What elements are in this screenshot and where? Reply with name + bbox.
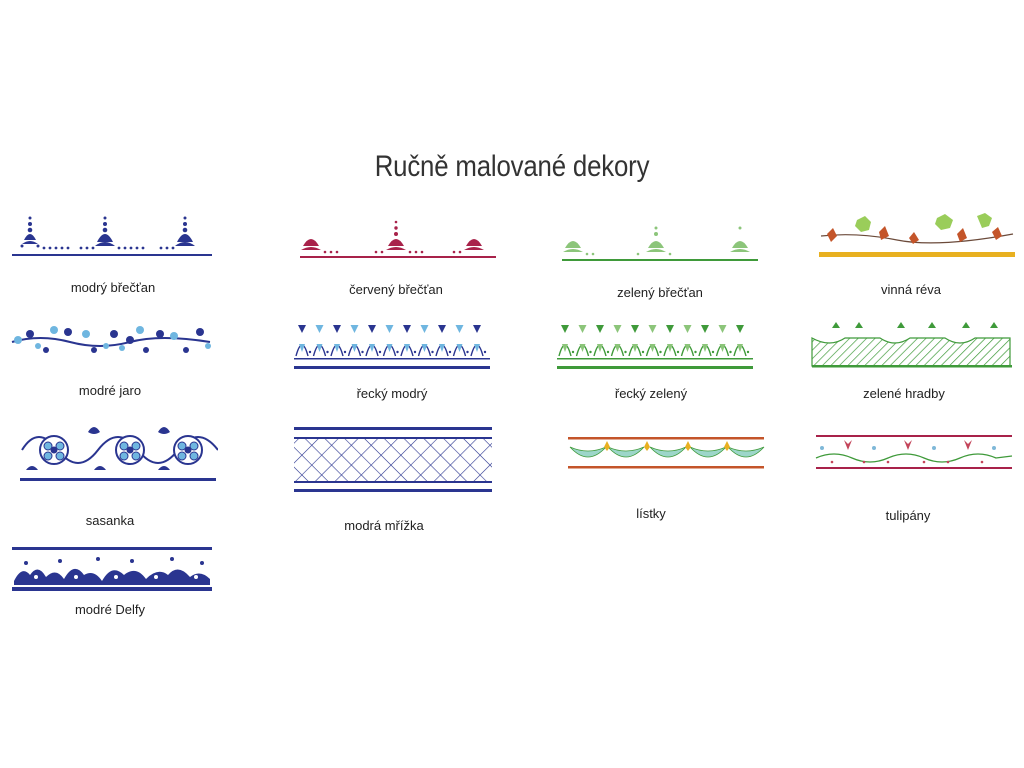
decor-label: červený břečťan xyxy=(349,282,443,297)
ivy-border-blue xyxy=(12,216,212,256)
decor-card-cerveny-brectan[interactable] xyxy=(298,218,498,263)
page-title: Ručně malované dekory xyxy=(374,150,650,183)
greek-border-green xyxy=(557,325,753,369)
decor-label: tulipány xyxy=(885,508,931,523)
decor-label: modré jaro xyxy=(78,383,142,398)
decor-card-modry-brectan[interactable] xyxy=(10,210,215,260)
decor-card-recky-modry[interactable] xyxy=(292,322,492,372)
decor-label: řecký modrý xyxy=(356,386,428,401)
decor-label: sasanka xyxy=(85,513,135,528)
decor-card-zelene-hradby[interactable] xyxy=(810,318,1015,370)
decor-card-zeleny-brectan[interactable] xyxy=(560,222,760,267)
decor-card-modra-mrizka[interactable] xyxy=(292,425,494,497)
anemone-border xyxy=(20,427,218,481)
battlements-border-green xyxy=(811,322,1012,368)
vine-border xyxy=(819,213,1015,257)
decor-label: zelené hradby xyxy=(863,386,945,401)
decor-card-modre-delfy[interactable] xyxy=(12,545,212,593)
decor-card-listky[interactable] xyxy=(566,433,766,473)
decor-label: modré Delfy xyxy=(74,602,146,617)
decor-label: zelený břečťan xyxy=(617,285,703,300)
decor-card-sasanka[interactable] xyxy=(18,420,218,485)
leaves-border xyxy=(568,437,765,469)
spring-border-blue xyxy=(11,326,211,353)
decor-label: lístky xyxy=(636,506,666,521)
greek-border-blue xyxy=(294,325,490,369)
decor-card-modre-jaro[interactable] xyxy=(10,320,215,360)
ivy-border-red xyxy=(300,220,496,258)
decor-label: vinná réva xyxy=(881,282,941,297)
decor-label: modrá mřížka xyxy=(344,518,424,533)
decor-label: řecký zelený xyxy=(614,386,688,401)
decor-card-recky-zeleny[interactable] xyxy=(555,322,755,372)
decor-card-tulipany[interactable] xyxy=(814,432,1014,472)
ivy-border-green xyxy=(562,226,758,261)
delft-border-blue xyxy=(12,547,212,591)
lattice-border-blue xyxy=(294,427,492,492)
decor-card-vinna-reva[interactable] xyxy=(817,210,1017,260)
tulips-border xyxy=(815,435,1013,469)
decor-label: modrý břečťan xyxy=(70,280,156,295)
